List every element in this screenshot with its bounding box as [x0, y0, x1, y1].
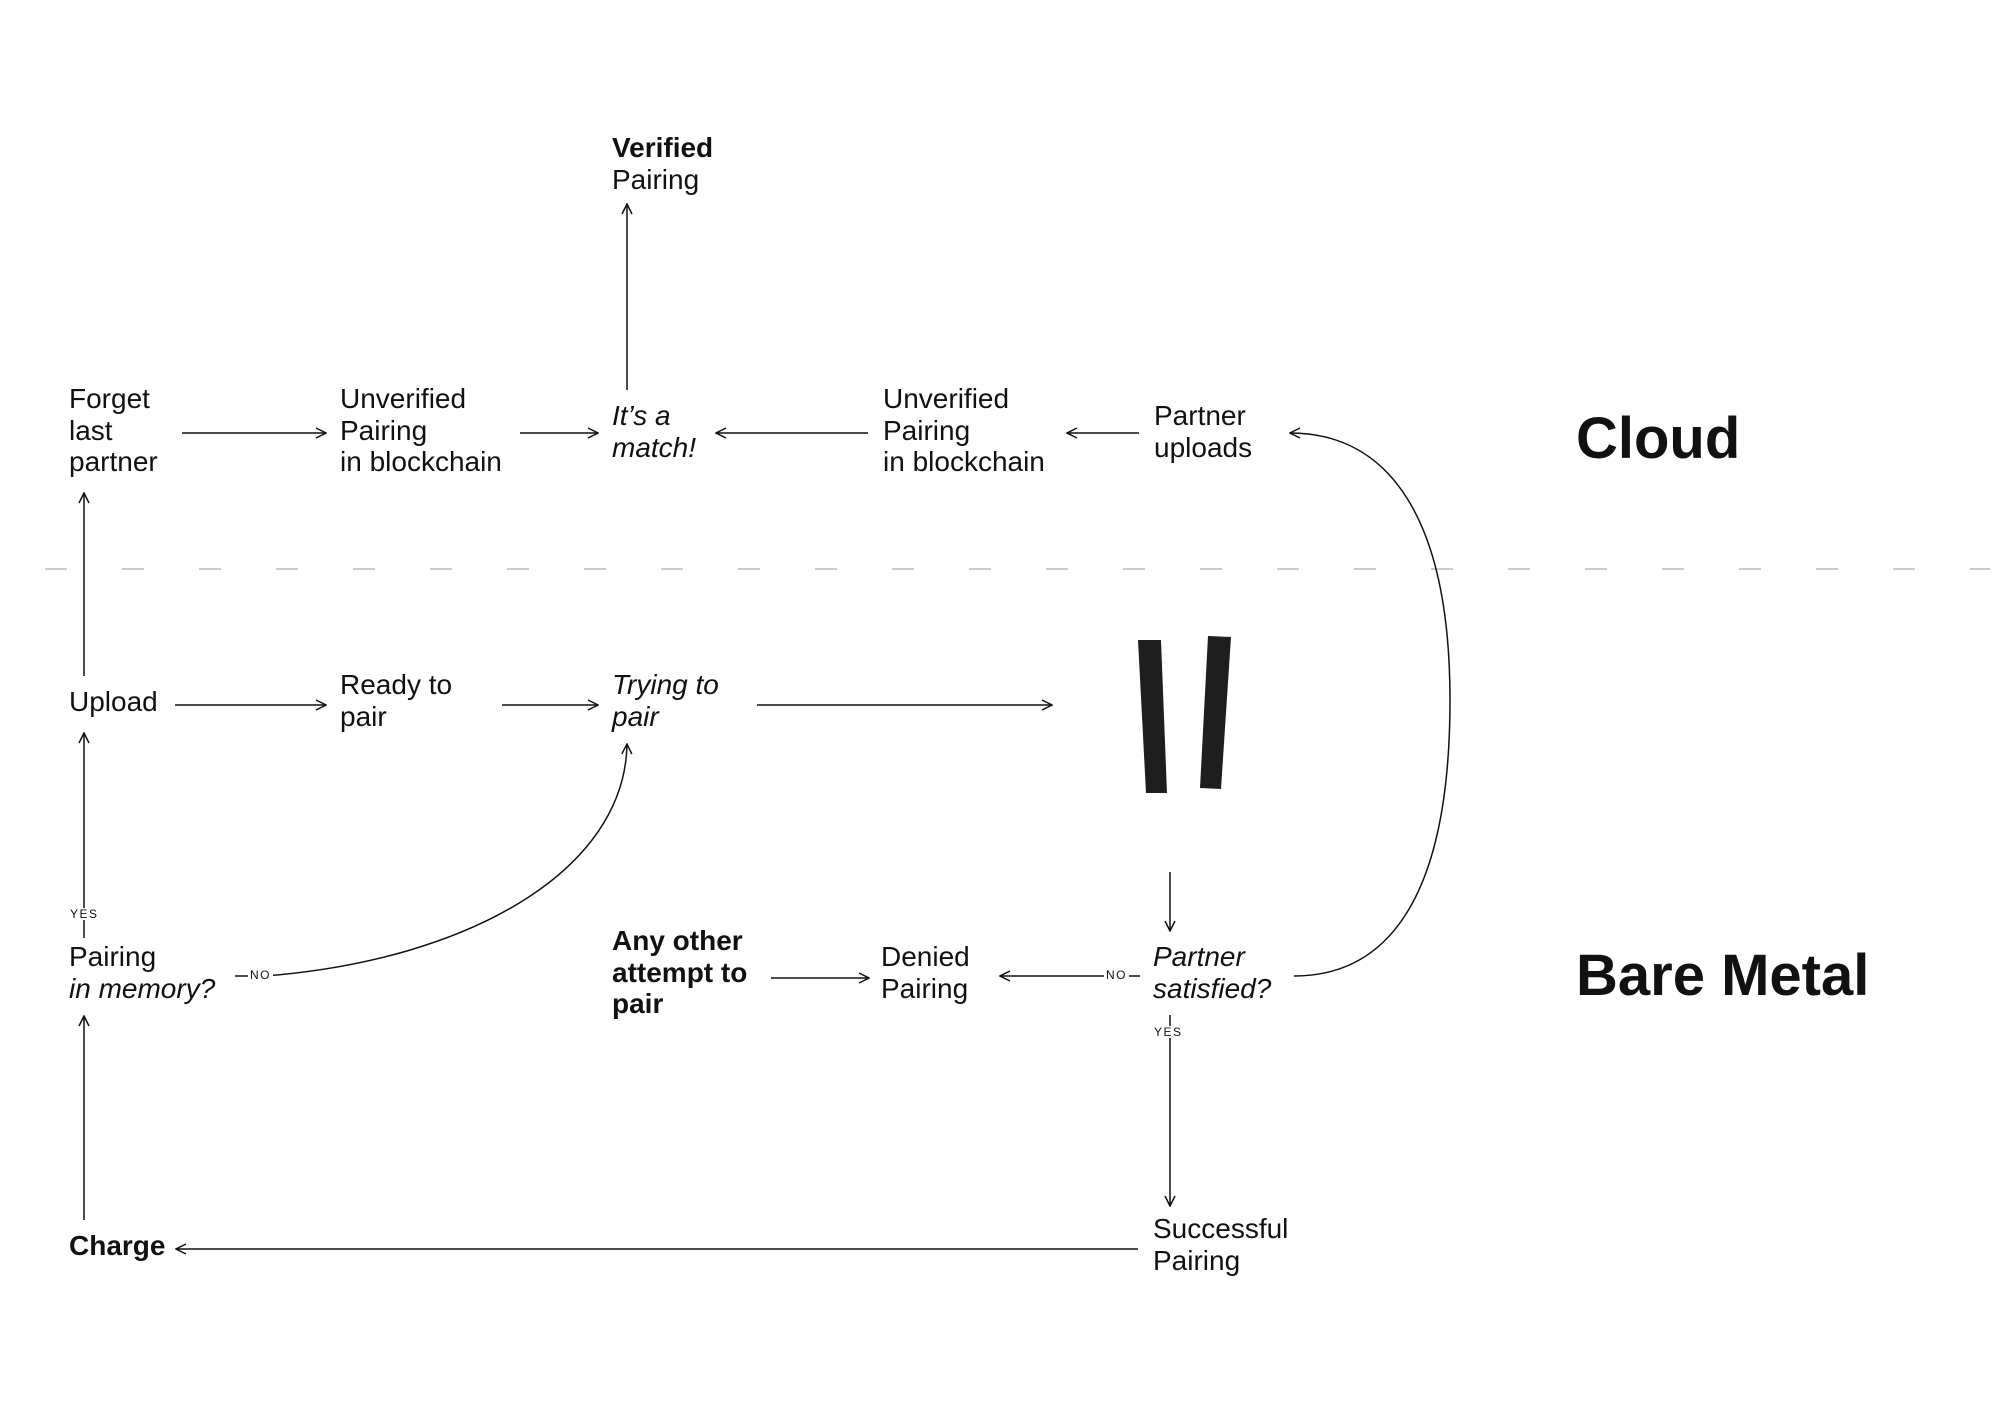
node-line: Unverified — [883, 383, 1010, 414]
node-line: Ready to — [340, 669, 453, 700]
node-line: Pairing — [340, 414, 428, 446]
node-line: in blockchain — [883, 446, 1045, 477]
node-line: last — [69, 414, 113, 446]
zone-label-cloud: Cloud — [1576, 406, 1741, 471]
node-line: pair — [612, 988, 664, 1019]
node-any-other-attempt: Any other attempt to pair — [612, 925, 747, 1020]
node-line: Upload — [69, 686, 158, 717]
node-line: Unverified — [340, 383, 467, 414]
node-charge: Charge — [69, 1230, 165, 1262]
edge-label-yes-memory: YES — [68, 907, 101, 921]
node-denied-pairing: Denied Pairing — [881, 941, 970, 1004]
node-line: Pairing — [881, 972, 969, 1004]
node-line: Charge — [69, 1230, 166, 1261]
node-line: match! — [612, 431, 697, 463]
node-line: Pairing — [883, 414, 971, 446]
node-line: Forget — [69, 383, 150, 414]
node-line: partner — [69, 446, 158, 477]
node-line: in memory? — [69, 972, 216, 1004]
edge-label-no-memory: NO — [248, 968, 273, 982]
node-line: in blockchain — [340, 446, 502, 477]
node-verified-pairing: Verified Pairing — [612, 132, 713, 195]
node-line: It’s a — [612, 400, 671, 431]
node-line: Pairing — [1153, 1244, 1241, 1276]
node-pairing-in-memory: Pairing in memory? — [69, 941, 215, 1004]
node-line: uploads — [1154, 431, 1253, 463]
zone-label-bare-metal: Bare Metal — [1576, 943, 1870, 1008]
node-line: Partner — [1154, 400, 1246, 431]
node-its-a-match: It’s a match! — [612, 400, 696, 463]
edge-satisfied-to-partner-uploads — [1290, 433, 1451, 977]
node-partner-uploads: Partner uploads — [1154, 400, 1252, 463]
node-line: Any other — [612, 925, 743, 956]
node-line: satisfied? — [1153, 972, 1272, 1004]
node-unverified-right: Unverified Pairing in blockchain — [883, 383, 1045, 478]
node-line: Denied — [881, 941, 970, 972]
plug-prong-right — [1200, 636, 1231, 789]
node-line: Pairing — [69, 941, 157, 972]
node-line: attempt to — [612, 956, 748, 988]
node-successful-pairing: Successful Pairing — [1153, 1213, 1288, 1276]
node-unverified-left: Unverified Pairing in blockchain — [340, 383, 502, 478]
plug-prongs-icon — [1138, 636, 1231, 793]
edge-label-no-satisfied: NO — [1104, 968, 1129, 982]
node-line: Partner — [1153, 941, 1245, 972]
node-line: pair — [612, 700, 659, 732]
node-line: Trying to — [612, 669, 719, 700]
node-forget-last-partner: Forget last partner — [69, 383, 158, 478]
edge-label-yes-satisfied: YES — [1152, 1025, 1185, 1039]
node-line: Successful — [1153, 1213, 1289, 1244]
node-line: Pairing — [612, 163, 700, 195]
plug-prong-left — [1138, 640, 1167, 793]
edge-memory-no-to-trying — [264, 744, 627, 977]
node-line: Verified — [612, 132, 714, 163]
node-partner-satisfied: Partner satisfied? — [1153, 941, 1271, 1004]
node-trying-to-pair: Trying to pair — [612, 669, 719, 732]
node-ready-to-pair: Ready to pair — [340, 669, 452, 732]
node-line: pair — [340, 700, 387, 732]
node-upload: Upload — [69, 686, 158, 718]
